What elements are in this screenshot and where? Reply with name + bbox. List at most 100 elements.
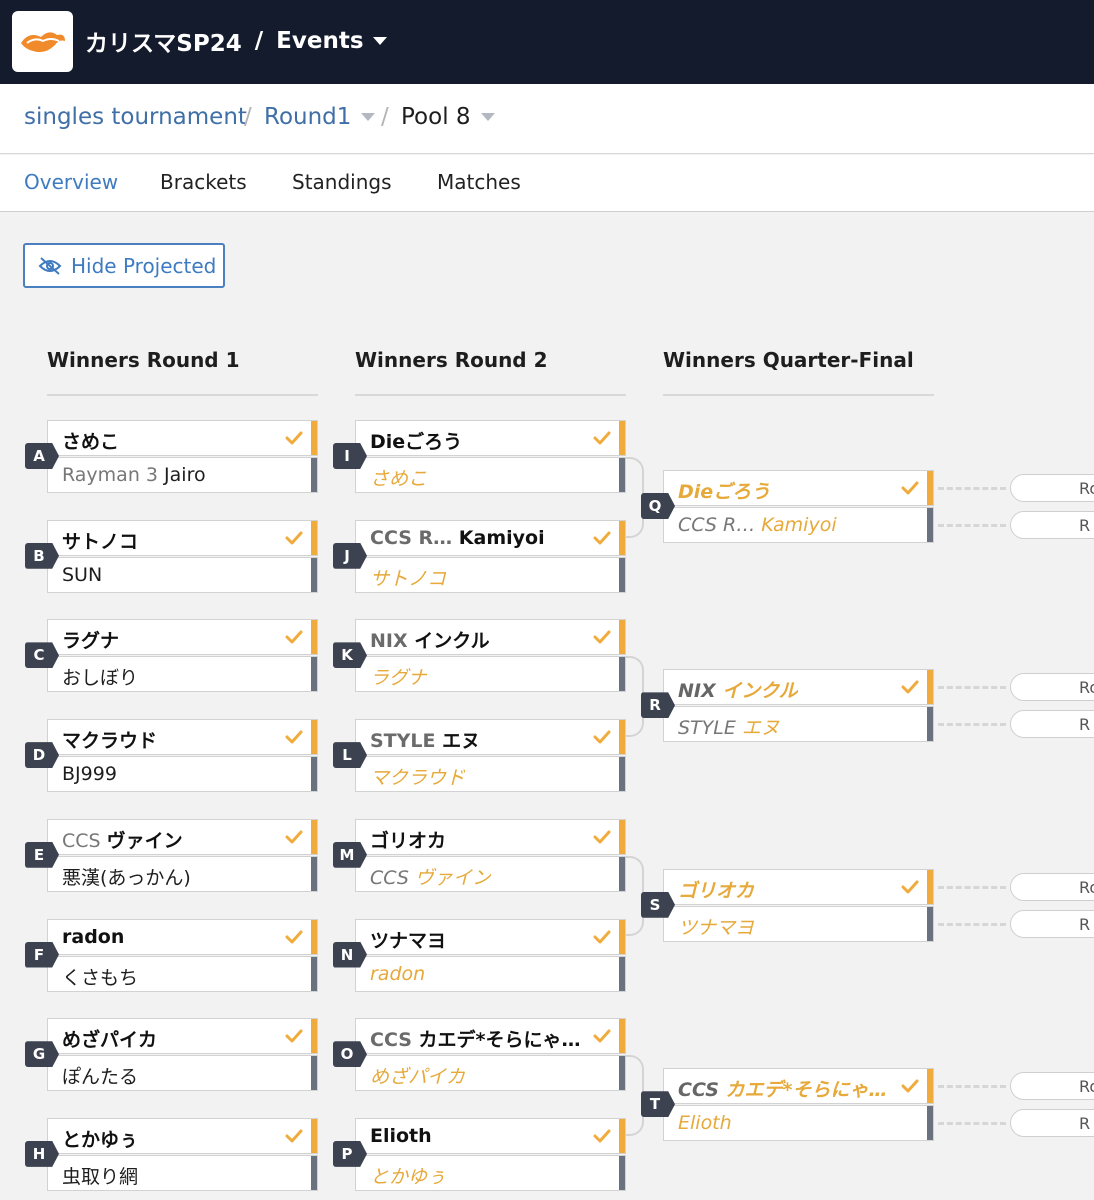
match-slot-winner[interactable]: NIX インクル (663, 669, 934, 706)
match-slot-winner[interactable]: CCS ヴァイン (47, 818, 318, 855)
events-menu[interactable]: Events (276, 28, 364, 54)
match-slot-loser[interactable]: さめこ (355, 457, 626, 493)
match-slot-loser[interactable]: マクラウド (355, 756, 626, 793)
loser-indicator (311, 557, 317, 592)
hide-projected-button[interactable]: Hide Projected (23, 243, 225, 288)
entrant-team-prefix: NIX (370, 630, 415, 653)
match-card[interactable]: ツナマヨ radon (355, 918, 626, 992)
breadcrumb-round[interactable]: Round1 (264, 104, 376, 130)
match-slot-winner[interactable]: Elioth (355, 1117, 626, 1154)
entrant-name: Elioth (678, 1112, 732, 1134)
entrant-tag: ツナマヨ (370, 929, 447, 952)
next-round-slot[interactable]: Ro (1010, 673, 1094, 702)
next-round-slot[interactable]: R (1010, 710, 1094, 739)
tab-matches[interactable]: Matches (437, 170, 521, 194)
match-slot-loser[interactable]: くさもち (47, 955, 318, 992)
chevron-down-icon[interactable] (361, 113, 376, 121)
next-round-slot[interactable]: Ro (1010, 872, 1094, 901)
loser-indicator (619, 1056, 625, 1091)
match-slot-winner[interactable]: サトノコ (47, 519, 318, 556)
entrant-tag: さめこ (62, 431, 120, 453)
match-slot-winner[interactable]: ツナマヨ (355, 918, 626, 955)
match-slot-winner[interactable]: CCS R… Kamiyoi (355, 519, 626, 556)
match-card[interactable]: めざパイカぽんたる (47, 1018, 318, 1092)
match-card[interactable]: CCS ヴァイン悪漢(あっかん) (47, 818, 318, 892)
next-round-slot[interactable]: R (1010, 909, 1094, 938)
match-slot-winner[interactable]: ゴリオカ (355, 818, 626, 855)
match-slot-loser[interactable]: おしぼり (47, 656, 318, 693)
breadcrumb-event[interactable]: singles tournament (24, 104, 247, 130)
loser-indicator (927, 707, 933, 742)
match-card[interactable]: Dieごろうさめこ (355, 420, 626, 493)
winner-indicator (311, 1118, 317, 1153)
chevron-down-icon[interactable] (480, 113, 495, 121)
next-round-slot[interactable]: R (1010, 1109, 1094, 1138)
match-card[interactable]: CCS カエデ*そらにゃ…めざパイカ (355, 1018, 626, 1092)
tab-standings[interactable]: Standings (292, 170, 392, 194)
match-slot-winner[interactable]: めざパイカ (47, 1018, 318, 1055)
match-card[interactable]: STYLE エヌマクラウド (355, 719, 626, 793)
match-slot-winner[interactable]: radon (47, 918, 318, 955)
match-slot-loser[interactable]: ツナマヨ (663, 905, 934, 942)
match-slot-winner[interactable]: ラグナ (47, 619, 318, 656)
match-slot-winner[interactable]: ゴリオカ (663, 868, 934, 905)
match-card[interactable]: ラグナおしぼり (47, 619, 318, 693)
match-slot-loser[interactable]: BJ999 (47, 756, 318, 793)
match-slot-loser[interactable]: 虫取り網 (47, 1154, 318, 1191)
match-card[interactable]: ゴリオカツナマヨ (663, 868, 934, 942)
match-card[interactable]: とかゆぅ虫取り網 (47, 1117, 318, 1191)
match-slot-loser[interactable]: 悪漢(あっかん) (47, 855, 318, 892)
match-slot-winner[interactable]: とかゆぅ (47, 1117, 318, 1154)
loser-indicator (311, 757, 317, 792)
chevron-down-icon[interactable] (372, 37, 387, 45)
tab-overview[interactable]: Overview (24, 170, 119, 194)
match-card[interactable]: NIX インクルラグナ (355, 619, 626, 693)
entrant-name: STYLE エヌ (678, 713, 780, 740)
match-slot-winner[interactable]: NIX インクル (355, 619, 626, 656)
match-slot-loser[interactable]: めざパイカ (355, 1055, 626, 1092)
entrant-team-prefix: Rayman 3 (62, 464, 165, 486)
check-icon (593, 1029, 611, 1043)
match-card[interactable]: NIX インクル STYLE エヌ (663, 669, 934, 743)
next-round-slot[interactable]: R (1010, 511, 1094, 539)
match-slot-loser[interactable]: Rayman 3 Jairo (47, 457, 318, 493)
match-slot-loser[interactable]: ラグナ (355, 656, 626, 693)
match-slot-winner[interactable]: Dieごろう (355, 420, 626, 456)
event-logo[interactable] (12, 11, 73, 72)
loser-indicator (619, 956, 625, 991)
match-slot-loser[interactable]: radon (355, 955, 626, 992)
match-card[interactable]: さめこ Rayman 3 Jairo (47, 420, 318, 493)
next-round-slot[interactable]: Ro (1010, 1072, 1094, 1101)
match-card[interactable]: CCS カエデ*そらにゃ… Elioth (663, 1068, 934, 1142)
match-slot-winner[interactable]: STYLE エヌ (355, 719, 626, 756)
entrant-tag: インクル (722, 680, 798, 703)
match-slot-loser[interactable]: とかゆぅ (355, 1154, 626, 1191)
match-slot-winner[interactable]: CCS カエデ*そらにゃ… (663, 1068, 934, 1105)
match-slot-loser[interactable]: Elioth (663, 1105, 934, 1142)
match-slot-loser[interactable]: CCS R… Kamiyoi (663, 507, 934, 543)
match-slot-winner[interactable]: さめこ (47, 420, 318, 456)
tab-brackets[interactable]: Brackets (160, 170, 247, 194)
winner-indicator (311, 421, 317, 455)
breadcrumb-pool[interactable]: Pool 8 (401, 104, 495, 130)
match-slot-loser[interactable]: サトノコ (355, 556, 626, 593)
match-slot-winner[interactable]: CCS カエデ*そらにゃ… (355, 1018, 626, 1055)
entrant-name: めざパイカ (62, 1025, 157, 1052)
next-round-slot[interactable]: Ro (1010, 474, 1094, 502)
match-slot-loser[interactable]: STYLE エヌ (663, 706, 934, 743)
event-name[interactable]: カリスマSP24 (85, 31, 242, 57)
match-slot-loser[interactable]: ぽんたる (47, 1055, 318, 1092)
loser-indicator (927, 508, 933, 542)
match-slot-loser[interactable]: SUN (47, 556, 318, 593)
entrant-name: ラグナ (370, 663, 427, 690)
match-slot-winner[interactable]: マクラウド (47, 719, 318, 756)
match-slot-loser[interactable]: CCS ヴァイン (355, 855, 626, 892)
match-slot-winner[interactable]: Dieごろう (663, 470, 934, 506)
